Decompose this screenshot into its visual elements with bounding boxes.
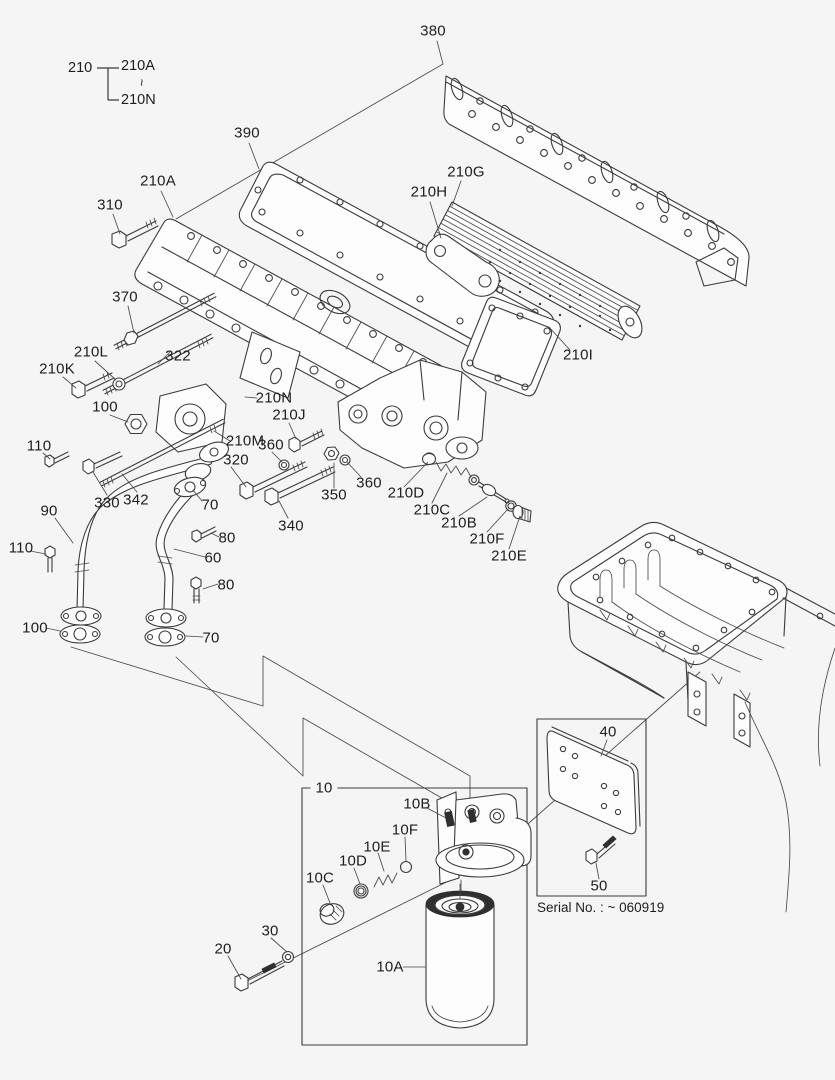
oil-pipe-90: [60, 441, 229, 626]
oil-pipe-60: [145, 463, 212, 628]
legend-range-end: 210N: [121, 92, 156, 108]
legend-group-label: 210: [68, 60, 93, 76]
legend-210-range: 210 210A ~ 210N: [0, 0, 190, 107]
oil-pan: [557, 521, 835, 913]
legend-range-start: 210A: [121, 58, 155, 74]
fitting-10b: [444, 810, 455, 827]
legend-bracket: [97, 67, 119, 101]
oil-filter-group-box: [301, 787, 528, 1046]
nuts-and-washers: [112, 377, 351, 964]
cover-plate-group-box: [536, 718, 647, 897]
adapter-plate-210n: [239, 331, 301, 399]
spring-10e: [373, 872, 398, 888]
studs-and-bolts: [44, 217, 617, 992]
oil-filter-cartridge-10a: [425, 883, 495, 1029]
oil-filter-group: [301, 787, 532, 1046]
ball-10f: [399, 860, 413, 874]
leader-lines: [29, 40, 608, 980]
legend-range-separator: ~: [134, 78, 150, 87]
link-plate-210h: [425, 233, 500, 297]
end-gasket-210i: [461, 296, 561, 397]
pipe-flange-gaskets: [59, 624, 186, 647]
side-plate-380: [443, 75, 750, 287]
oil-cooler-core-210g: [433, 201, 643, 341]
cover-plate-40-group: [536, 718, 647, 897]
serial-number-note: Serial No. : ~ 060919: [537, 900, 665, 915]
relief-valve-parts: [421, 452, 532, 523]
filter-head-housing: [337, 359, 487, 469]
